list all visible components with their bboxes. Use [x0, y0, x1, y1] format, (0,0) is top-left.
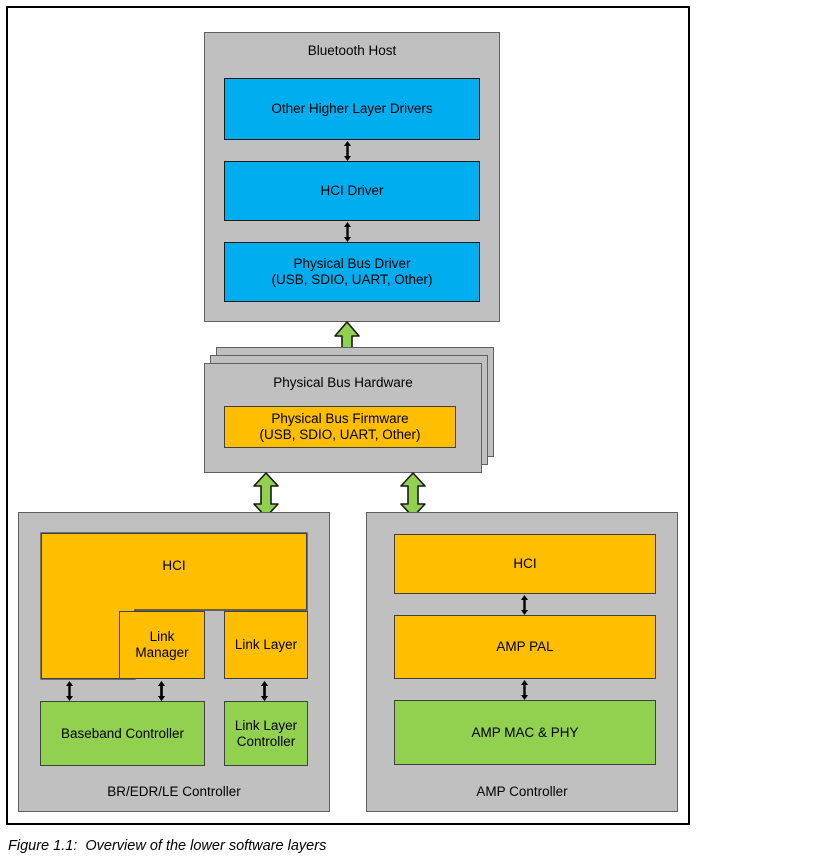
arrow-hci-to-baseband-controller — [63, 681, 76, 701]
block-hci-br-edr-le-label: HCI — [162, 558, 186, 573]
block-hci-amp: HCI — [394, 534, 656, 594]
figure-caption: Figure 1.1: Overview of the lower softwa… — [8, 838, 327, 854]
block-link-layer: Link Layer — [224, 611, 308, 679]
amp-controller-title: AMP Controller — [476, 784, 568, 799]
block-amp-pal: AMP PAL — [394, 615, 656, 679]
block-link-layer-controller: Link Layer Controller — [224, 701, 308, 766]
arrow-link-manager-to-baseband-controller — [155, 681, 168, 701]
arrow-link-layer-to-link-layer-controller — [258, 681, 271, 701]
block-hci-br-edr-le: HCI — [40, 532, 308, 680]
block-other-higher-layer-drivers: Other Higher Layer Drivers — [224, 78, 480, 140]
arrow-hci-driver-to-physical-bus-driver — [341, 222, 354, 242]
block-physical-bus-firmware: Physical Bus Firmware (USB, SDIO, UART, … — [224, 406, 456, 448]
block-physical-bus-driver: Physical Bus Driver (USB, SDIO, UART, Ot… — [224, 242, 480, 302]
block-link-manager: Link Manager — [119, 611, 205, 679]
arrow-drivers-to-hci-driver — [341, 141, 354, 161]
block-hci-driver: HCI Driver — [224, 161, 480, 221]
physical-bus-hardware-title: Physical Bus Hardware — [273, 375, 413, 390]
arrow-amp-pal-to-amp-mac-phy — [518, 680, 531, 700]
block-baseband-controller: Baseband Controller — [40, 701, 205, 766]
br-edr-le-controller-title: BR/EDR/LE Controller — [107, 784, 241, 799]
bluetooth-host-title: Bluetooth Host — [307, 43, 397, 58]
block-amp-mac-and-phy: AMP MAC & PHY — [394, 700, 656, 765]
arrow-hci-amp-to-amp-pal — [518, 595, 531, 615]
